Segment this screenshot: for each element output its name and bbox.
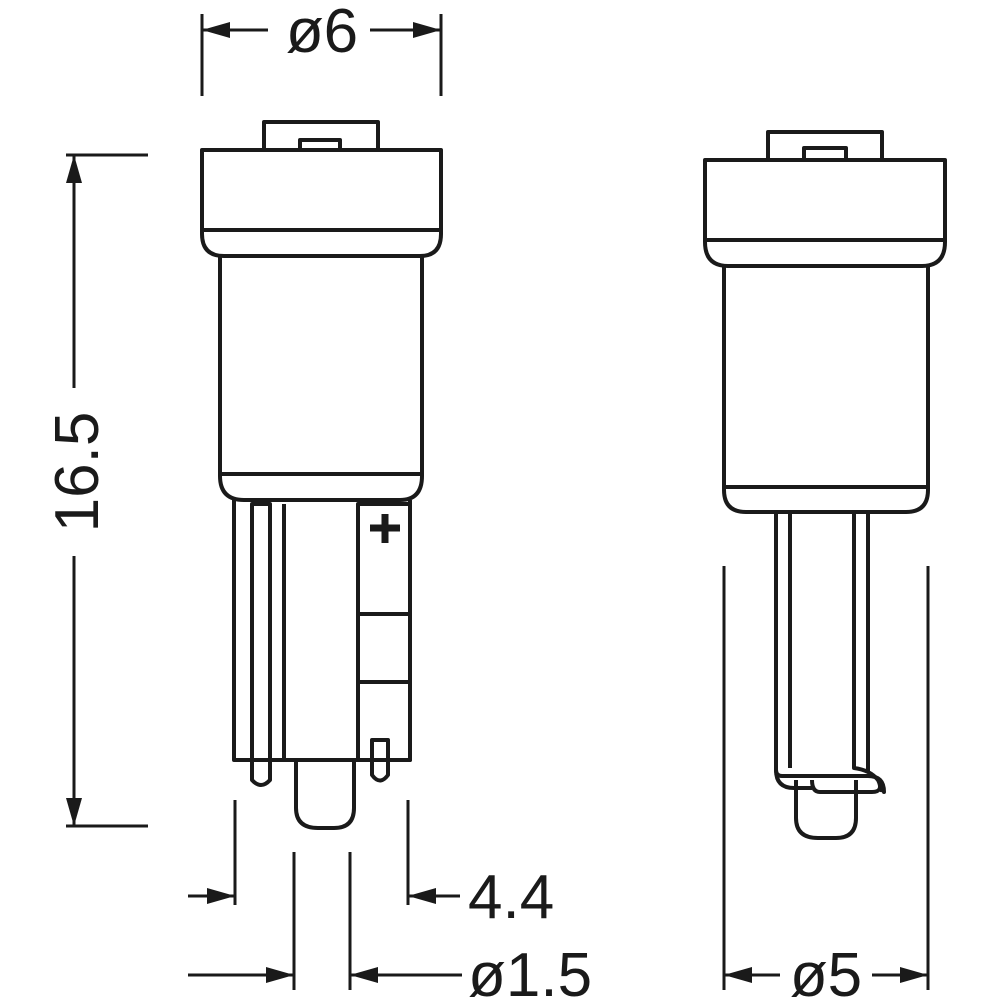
dim-head-diameter: ø6 <box>286 0 358 66</box>
front-right-strip <box>356 502 412 762</box>
dim-base-width: 4.4 <box>468 863 554 932</box>
dimension-base-width: 4.4 <box>188 800 554 932</box>
dimension-lead-diameter: ø1.5 <box>188 852 592 1000</box>
dimension-side-diameter: ø5 <box>722 566 930 1000</box>
front-left-lead <box>250 502 272 787</box>
dim-side-diameter: ø5 <box>790 941 862 1000</box>
side-left-lead-tip <box>774 769 812 790</box>
side-right-lead <box>810 512 882 794</box>
side-head <box>703 158 947 268</box>
polarity-plus-icon <box>370 514 400 543</box>
dim-lead-diameter: ø1.5 <box>468 941 592 1000</box>
dimension-head-diameter: ø6 <box>200 0 443 96</box>
front-right-pin <box>370 738 390 783</box>
front-body <box>218 256 424 502</box>
side-led-dome <box>794 780 858 840</box>
dimension-total-length: 16.5 <box>43 153 148 828</box>
front-led-dome <box>294 760 356 830</box>
dim-total-length: 16.5 <box>43 412 112 533</box>
side-body <box>722 266 930 514</box>
side-view <box>703 130 947 840</box>
front-head <box>200 148 443 258</box>
front-top-cap <box>262 120 380 152</box>
front-view <box>200 120 443 830</box>
